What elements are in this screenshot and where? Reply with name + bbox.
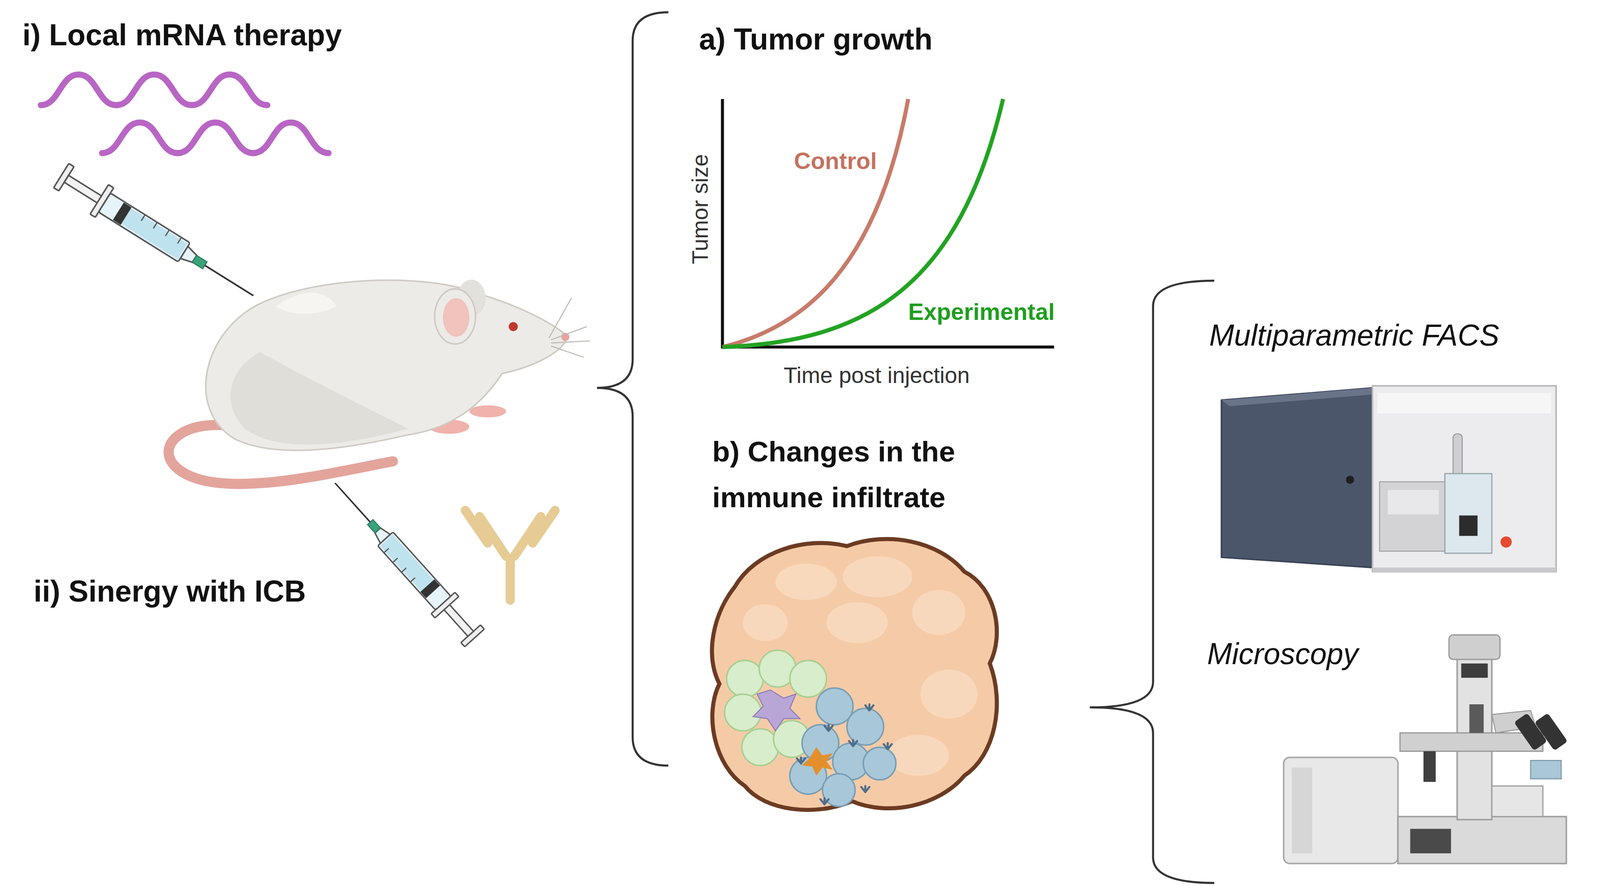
mrna-strands (40, 74, 329, 154)
flow-cytometer (1221, 385, 1557, 573)
bracket (597, 12, 669, 766)
mouse (168, 279, 590, 484)
instrument-label: Microscopy (1207, 636, 1359, 672)
tumor (711, 538, 997, 810)
instrument-label: Multiparametric FACS (1209, 318, 1500, 353)
series-label: Control (793, 148, 877, 176)
antibody (465, 510, 556, 600)
bracket (1089, 280, 1215, 883)
axis-label: Tumor size (687, 154, 713, 265)
axis-label: Time post injection (783, 362, 970, 388)
syringe-icb (323, 472, 487, 649)
panel-title: a) Tumor growth (698, 22, 933, 57)
syringe-mrna (51, 160, 263, 311)
section-title: i) Local mRNA therapy (22, 18, 342, 53)
section-title: ii) Sinergy with ICB (33, 574, 306, 609)
panel-title: b) Changes in the immune infiltrate (712, 428, 1050, 521)
series-label: Experimental (908, 298, 1055, 326)
